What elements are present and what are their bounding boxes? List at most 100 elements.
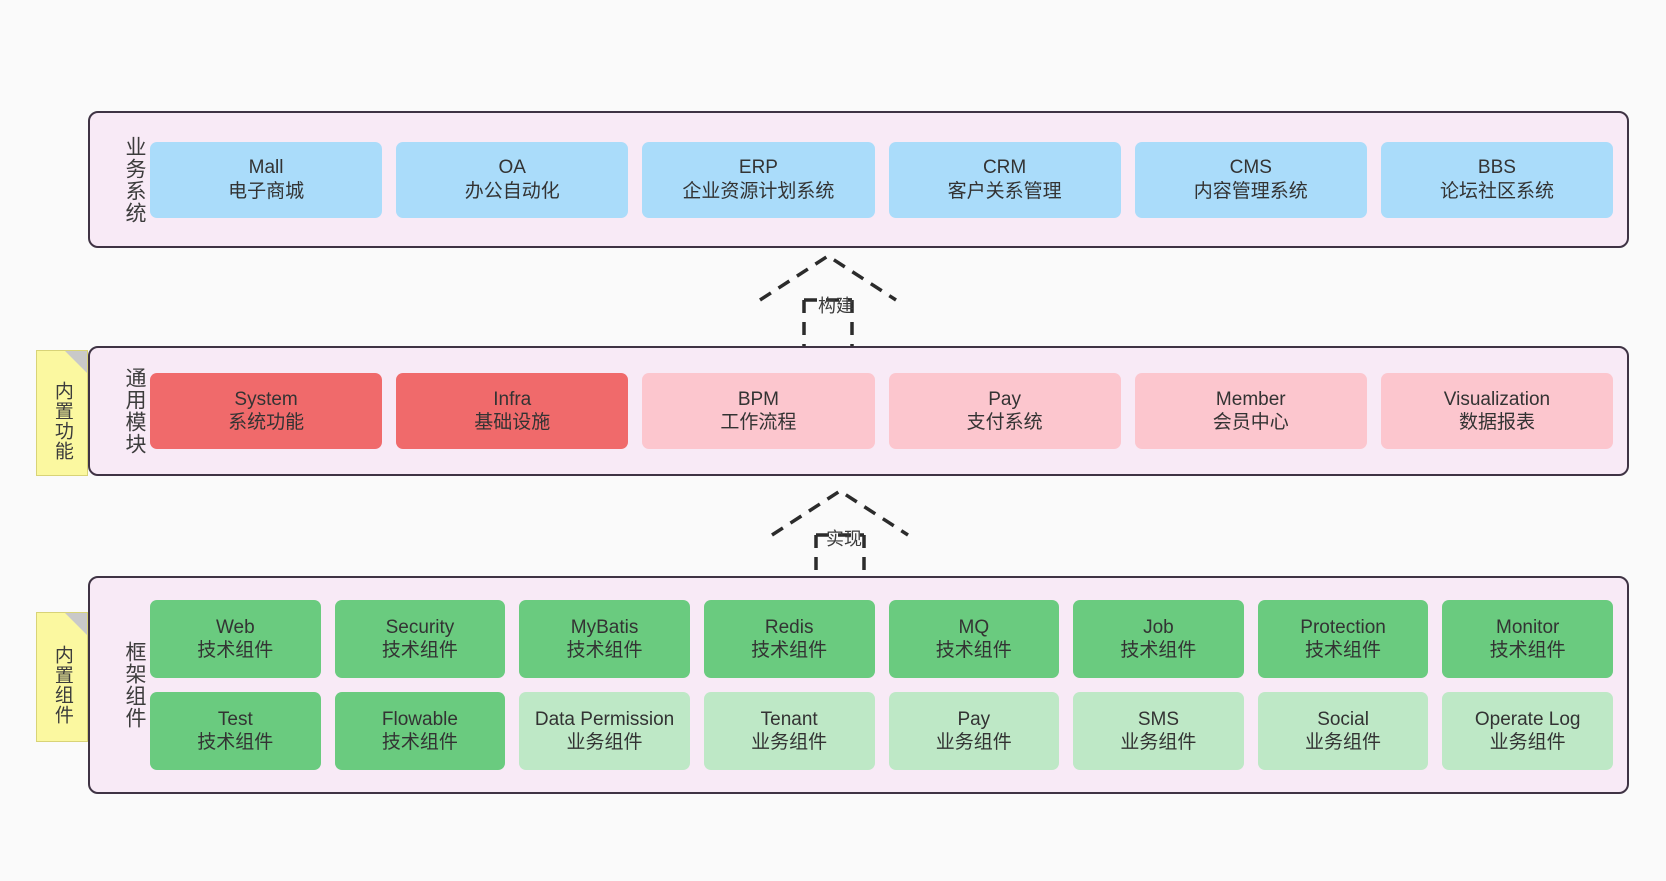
box-subtitle: 办公自动化 xyxy=(464,180,560,202)
box-title: CRM xyxy=(982,157,1027,179)
business-box-crm[interactable]: CRM 客户关系管理 xyxy=(888,141,1121,218)
box-title: Infra xyxy=(493,388,532,410)
module-box-system[interactable]: System 系统功能 xyxy=(150,373,383,449)
box-subtitle: 业务组件 xyxy=(935,732,1012,753)
framework-box-monitor[interactable]: Monitor 技术组件 xyxy=(1442,600,1613,678)
box-title: OA xyxy=(498,157,526,179)
box-subtitle: 技术组件 xyxy=(751,640,828,661)
box-title: Flowable xyxy=(381,708,458,730)
box-subtitle: 论坛社区系统 xyxy=(1439,180,1554,202)
box-title: ERP xyxy=(738,157,778,179)
box-subtitle: 业务组件 xyxy=(1120,732,1197,753)
module-box-member[interactable]: Member 会员中心 xyxy=(1134,373,1367,449)
build-relation-arrow xyxy=(756,252,926,352)
framework-box-redis[interactable]: Redis 技术组件 xyxy=(703,600,875,678)
box-subtitle: 技术组件 xyxy=(1120,640,1197,661)
business-box-cms[interactable]: CMS 内容管理系统 xyxy=(1134,141,1367,218)
box-title: Visualization xyxy=(1443,388,1551,410)
box-subtitle: 基础设施 xyxy=(474,412,551,433)
box-subtitle: 技术组件 xyxy=(935,640,1012,661)
framework-box-data-permission[interactable]: Data Permission 业务组件 xyxy=(519,692,690,770)
sticky-note-builtin-components: 内置组件 xyxy=(36,612,88,742)
business-layer-row: Mall 电子商城 OA 办公自动化 ERP 企业资源计划系统 CRM 客户关系… xyxy=(150,141,1614,218)
framework-box-protection[interactable]: Protection 技术组件 xyxy=(1257,600,1429,678)
box-subtitle: 技术组件 xyxy=(381,732,458,753)
box-subtitle: 技术组件 xyxy=(197,640,274,661)
framework-box-web[interactable]: Web 技术组件 xyxy=(150,600,321,678)
framework-box-mq[interactable]: MQ 技术组件 xyxy=(888,600,1060,678)
module-box-bpm[interactable]: BPM 工作流程 xyxy=(642,373,875,449)
box-title: Web xyxy=(215,616,255,638)
module-box-pay[interactable]: Pay 支付系统 xyxy=(888,373,1121,449)
sticky-note-builtin-features: 内置功能 xyxy=(36,350,88,476)
common-modules-layer: 通用模块 System 系统功能 Infra 基础设施 BPM 工作流程 Pay… xyxy=(88,346,1629,476)
box-title: Social xyxy=(1317,708,1369,730)
box-title: MyBatis xyxy=(570,616,639,638)
module-box-visualization[interactable]: Visualization 数据报表 xyxy=(1380,373,1614,449)
framework-layer-label: 框架组件 xyxy=(123,641,146,729)
box-subtitle: 技术组件 xyxy=(197,732,274,753)
box-subtitle: 业务组件 xyxy=(1305,732,1382,753)
framework-box-job[interactable]: Job 技术组件 xyxy=(1073,600,1244,678)
build-relation-label: 构建 xyxy=(818,296,854,316)
box-subtitle: 技术组件 xyxy=(1305,640,1382,661)
box-title: Member xyxy=(1215,388,1286,410)
framework-layer-row-business: Test 技术组件 Flowable 技术组件 Data Permission … xyxy=(150,692,1613,770)
box-title: SMS xyxy=(1137,708,1180,730)
box-subtitle: 业务组件 xyxy=(566,732,643,753)
box-subtitle: 企业资源计划系统 xyxy=(682,180,835,202)
box-title: Data Permission xyxy=(534,708,675,730)
box-title: BBS xyxy=(1477,157,1516,179)
framework-box-security[interactable]: Security 技术组件 xyxy=(334,600,506,678)
box-title: System xyxy=(234,388,298,410)
box-subtitle: 支付系统 xyxy=(966,412,1043,433)
framework-layer-body: Web 技术组件 Security 技术组件 MyBatis 技术组件 Redi… xyxy=(146,600,1627,770)
box-subtitle: 技术组件 xyxy=(381,640,458,661)
framework-box-social[interactable]: Social 业务组件 xyxy=(1257,692,1429,770)
modules-layer-label: 通用模块 xyxy=(123,367,146,455)
box-title: Redis xyxy=(764,616,814,638)
framework-layer-row-tech: Web 技术组件 Security 技术组件 MyBatis 技术组件 Redi… xyxy=(150,600,1613,678)
framework-box-mybatis[interactable]: MyBatis 技术组件 xyxy=(519,600,690,678)
box-title: Mall xyxy=(248,157,284,179)
business-layer-body: Mall 电子商城 OA 办公自动化 ERP 企业资源计划系统 CRM 客户关系… xyxy=(146,141,1627,218)
implement-relation-label: 实现 xyxy=(826,529,862,549)
framework-box-sms[interactable]: SMS 业务组件 xyxy=(1073,692,1244,770)
box-subtitle: 电子商城 xyxy=(228,180,305,202)
box-subtitle: 系统功能 xyxy=(228,412,305,433)
module-box-infra[interactable]: Infra 基础设施 xyxy=(396,373,629,449)
business-layer-label: 业务系统 xyxy=(123,135,146,224)
modules-layer-body: System 系统功能 Infra 基础设施 BPM 工作流程 Pay 支付系统… xyxy=(146,373,1627,449)
box-subtitle: 数据报表 xyxy=(1458,412,1535,433)
box-title: Tenant xyxy=(760,708,818,730)
box-title: Security xyxy=(385,616,455,638)
box-subtitle: 会员中心 xyxy=(1212,412,1289,433)
box-title: CMS xyxy=(1229,157,1272,179)
box-subtitle: 业务组件 xyxy=(1489,732,1566,753)
box-subtitle: 业务组件 xyxy=(751,732,828,753)
framework-component-layer: 框架组件 Web 技术组件 Security 技术组件 MyBatis 技术组件… xyxy=(88,576,1629,794)
box-title: Pay xyxy=(957,708,991,730)
framework-box-operate-log[interactable]: Operate Log 业务组件 xyxy=(1442,692,1613,770)
box-title: Job xyxy=(1143,616,1174,638)
implement-relation-arrow xyxy=(768,487,938,587)
box-title: Pay xyxy=(988,388,1021,410)
business-system-layer: 业务系统 Mall 电子商城 OA 办公自动化 ERP 企业资源计划系统 CRM… xyxy=(88,111,1629,248)
business-box-mall[interactable]: Mall 电子商城 xyxy=(150,141,383,218)
box-title: Protection xyxy=(1300,616,1386,638)
modules-layer-row: System 系统功能 Infra 基础设施 BPM 工作流程 Pay 支付系统… xyxy=(150,373,1614,449)
box-title: Monitor xyxy=(1496,616,1560,638)
framework-box-flowable[interactable]: Flowable 技术组件 xyxy=(334,692,506,770)
box-title: BPM xyxy=(737,388,780,410)
business-box-bbs[interactable]: BBS 论坛社区系统 xyxy=(1380,141,1614,218)
box-subtitle: 内容管理系统 xyxy=(1193,180,1308,202)
box-subtitle: 工作流程 xyxy=(720,412,797,433)
framework-box-test[interactable]: Test 技术组件 xyxy=(150,692,321,770)
box-title: Operate Log xyxy=(1474,708,1581,730)
framework-box-pay[interactable]: Pay 业务组件 xyxy=(888,692,1060,770)
framework-box-tenant[interactable]: Tenant 业务组件 xyxy=(703,692,875,770)
box-subtitle: 技术组件 xyxy=(566,640,643,661)
box-title: MQ xyxy=(958,616,990,638)
business-box-oa[interactable]: OA 办公自动化 xyxy=(396,141,629,218)
business-box-erp[interactable]: ERP 企业资源计划系统 xyxy=(642,141,875,218)
